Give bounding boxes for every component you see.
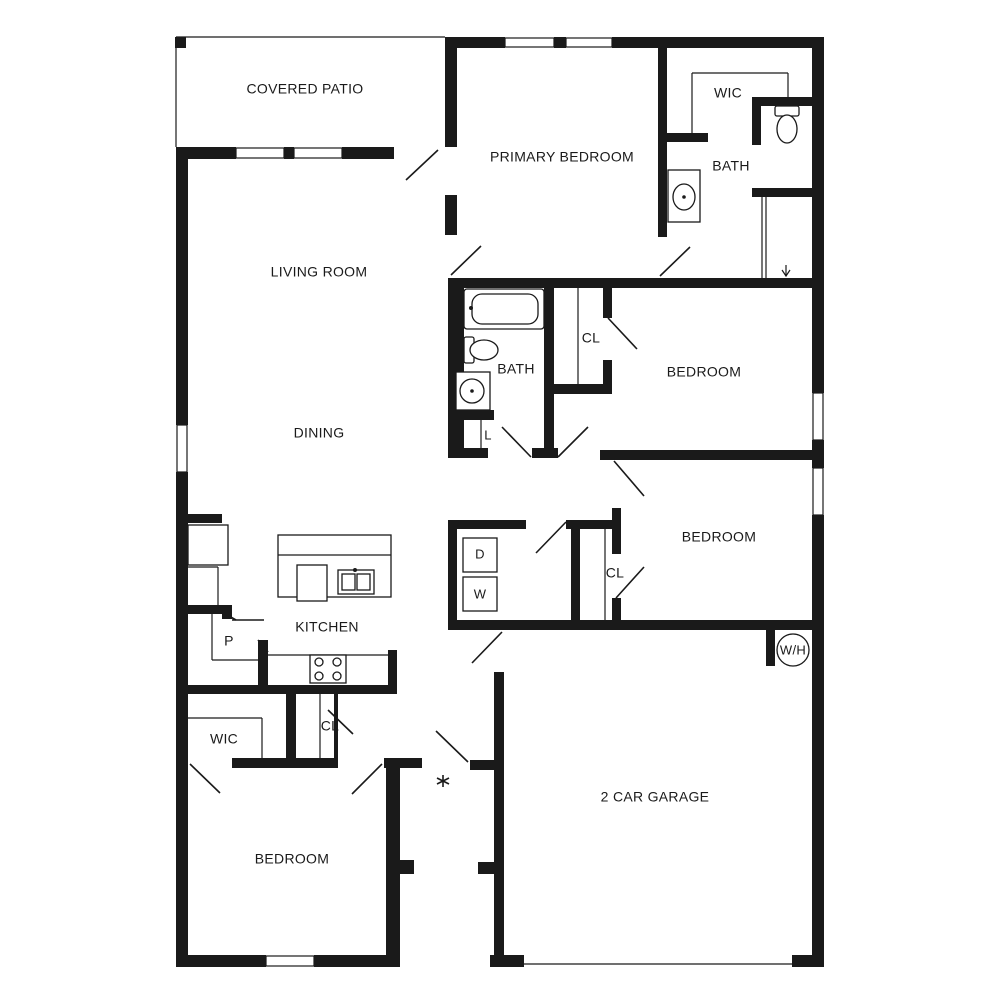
water-heater-symbol xyxy=(776,633,810,667)
interior-walls xyxy=(186,37,824,967)
label-covered-patio: COVERED PATIO xyxy=(247,81,364,97)
label-bedroom2: BEDROOM xyxy=(667,364,741,380)
dryer xyxy=(462,537,498,573)
label-bedroom2-closet: CL xyxy=(582,330,601,346)
washer xyxy=(462,576,498,612)
windows xyxy=(176,37,824,967)
label-entry-closet: CL xyxy=(321,718,340,734)
label-garage: 2 CAR GARAGE xyxy=(601,789,710,805)
hall-bath-fixtures xyxy=(455,288,545,411)
toilet-bowl-primary xyxy=(776,114,798,144)
thin-partitions xyxy=(186,72,789,758)
label-water-heater: W/H xyxy=(780,642,806,657)
label-washer: W xyxy=(474,586,487,601)
label-pantry: P xyxy=(224,633,234,649)
label-hall-bath: BATH xyxy=(497,361,535,377)
kitchen-fixtures xyxy=(187,524,392,684)
room-labels: COVERED PATIO PRIMARY BEDROOM WIC BATH L… xyxy=(210,81,806,867)
primary-bath-fixtures xyxy=(667,105,800,278)
label-bedroom3-closet: CL xyxy=(606,565,625,581)
label-bedroom4: BEDROOM xyxy=(255,851,329,867)
entry-star xyxy=(436,775,450,787)
covered-patio-outline xyxy=(175,36,445,147)
label-living-room: LIVING ROOM xyxy=(271,264,368,280)
label-primary-wic: WIC xyxy=(714,85,742,101)
refrigerator xyxy=(187,524,229,566)
laundry-appliances xyxy=(462,537,498,612)
label-bedroom4-wic: WIC xyxy=(210,731,238,747)
doors xyxy=(189,149,691,795)
label-primary-bedroom: PRIMARY BEDROOM xyxy=(490,149,634,165)
label-dryer: D xyxy=(475,546,485,561)
dishwasher xyxy=(296,564,328,602)
label-dining: DINING xyxy=(294,425,345,441)
label-primary-bath: BATH xyxy=(712,158,750,174)
label-bedroom3: BEDROOM xyxy=(682,529,756,545)
toilet-bowl-hall xyxy=(469,339,499,361)
label-kitchen: KITCHEN xyxy=(295,619,359,635)
label-linen: L xyxy=(484,427,492,442)
